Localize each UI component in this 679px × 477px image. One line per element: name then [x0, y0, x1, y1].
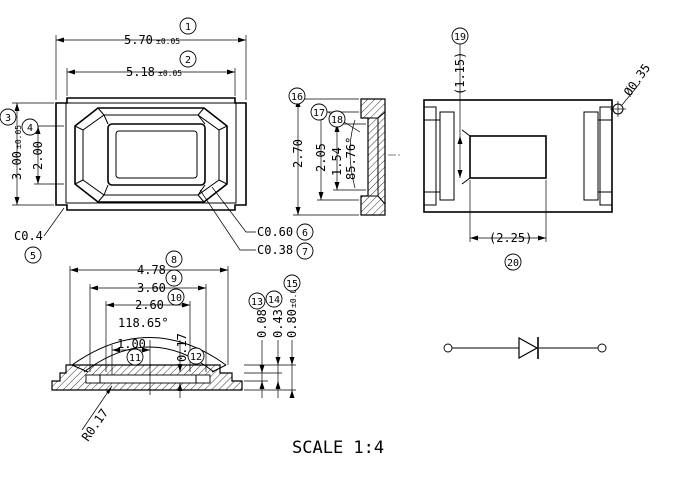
top-inner-width-value: 5.18: [126, 65, 155, 79]
svg-text:4: 4: [27, 123, 33, 134]
section-radius-value: R0.17: [79, 406, 111, 444]
callout-4: 4: [21, 118, 39, 136]
side-inner-height-value: 2.05: [314, 143, 328, 172]
section-width-c-value: 2.60: [135, 298, 164, 312]
callout-15: 15: [283, 274, 301, 292]
svg-text:16: 16: [291, 92, 303, 103]
callout-8: 8: [165, 250, 183, 268]
section-view: 4.78 3.60 2.60 118.65° 1.00 0.17: [51, 263, 299, 444]
callout-17: 17: [310, 103, 328, 121]
top-height-tolerance: ±0.05: [14, 125, 23, 149]
callout-11: 11: [126, 348, 144, 366]
chamfer-b-label: C0.60: [257, 225, 293, 239]
side-view: 2.70 2.05 1.54 85.76°: [291, 98, 402, 216]
side-lens-height-value: 1.54: [330, 147, 344, 176]
svg-text:9: 9: [171, 274, 177, 285]
hole-diameter-value: Ø0.35: [621, 61, 653, 99]
section-angle-value: 118.65°: [118, 316, 169, 330]
side-height-value: 2.70: [291, 139, 305, 168]
section-width-b-value: 3.60: [137, 281, 166, 295]
side-angle-value: 85.76°: [344, 137, 358, 180]
callout-6: 6: [296, 223, 314, 241]
callout-13: 13: [248, 292, 266, 310]
svg-text:5: 5: [30, 251, 36, 262]
top-inner-width-tolerance: ±0.05: [158, 69, 182, 78]
callout-1: 1: [179, 17, 197, 35]
section-h-c-value: 0.80: [285, 309, 299, 338]
svg-text:8: 8: [171, 255, 177, 266]
top-height-value: 3.00: [10, 151, 24, 180]
top-width-value: 5.70: [124, 33, 153, 47]
callout-3: 3: [0, 108, 17, 126]
callout-18: 18: [328, 110, 346, 128]
callout-7: 7: [296, 242, 314, 260]
top-width-tolerance: ±0.05: [156, 37, 180, 46]
callout-16: 16: [288, 87, 306, 105]
top-view: 5.70 ±0.05 5.18 ±0.05 3.00 ±0.05 2.00 C0…: [10, 33, 293, 257]
section-h-a-value: 0.08: [255, 309, 269, 338]
svg-text:1: 1: [185, 22, 191, 33]
svg-text:20: 20: [507, 258, 519, 269]
pad-height-value: (1.15): [453, 52, 467, 95]
chamfer-a-label: C0.4: [14, 229, 43, 243]
svg-text:17: 17: [313, 108, 325, 119]
diode-symbol: [443, 336, 607, 360]
section-width-a-value: 4.78: [137, 263, 166, 277]
svg-text:18: 18: [331, 115, 343, 126]
scale-label: SCALE 1:4: [292, 438, 384, 458]
section-h-b-value: 0.43: [271, 309, 285, 338]
callout-2: 2: [179, 50, 197, 68]
callout-12: 12: [187, 347, 205, 365]
svg-text:13: 13: [251, 297, 263, 308]
bottom-view: Ø0.35 (1.15) (2.25): [423, 44, 653, 245]
section-gap-value: 1.00: [117, 337, 146, 351]
callout-5: 5: [24, 246, 42, 264]
svg-text:3: 3: [5, 113, 11, 124]
svg-text:10: 10: [170, 293, 182, 304]
callout-20: 20: [504, 253, 522, 271]
svg-text:6: 6: [302, 228, 308, 239]
pad-width-value: (2.25): [489, 231, 532, 245]
chamfer-c-label: C0.38: [257, 243, 293, 257]
svg-text:15: 15: [286, 279, 298, 290]
svg-text:19: 19: [454, 32, 466, 43]
callout-bubbles: 1 2 3 4 5 6 7 8 9 10 11 12 13 14 15 16 1…: [0, 17, 522, 366]
svg-text:2: 2: [185, 55, 191, 66]
callout-14: 14: [265, 290, 283, 308]
section-h-c-tolerance: ±0.03: [289, 284, 298, 308]
top-inner-height-value: 2.00: [31, 141, 45, 170]
callout-19: 19: [451, 27, 469, 45]
svg-text:11: 11: [129, 353, 141, 364]
callout-10: 10: [167, 288, 185, 306]
section-step-value: 0.17: [175, 333, 189, 362]
callout-9: 9: [165, 269, 183, 287]
svg-text:14: 14: [268, 295, 280, 306]
svg-text:12: 12: [190, 352, 202, 363]
svg-text:7: 7: [302, 247, 308, 258]
